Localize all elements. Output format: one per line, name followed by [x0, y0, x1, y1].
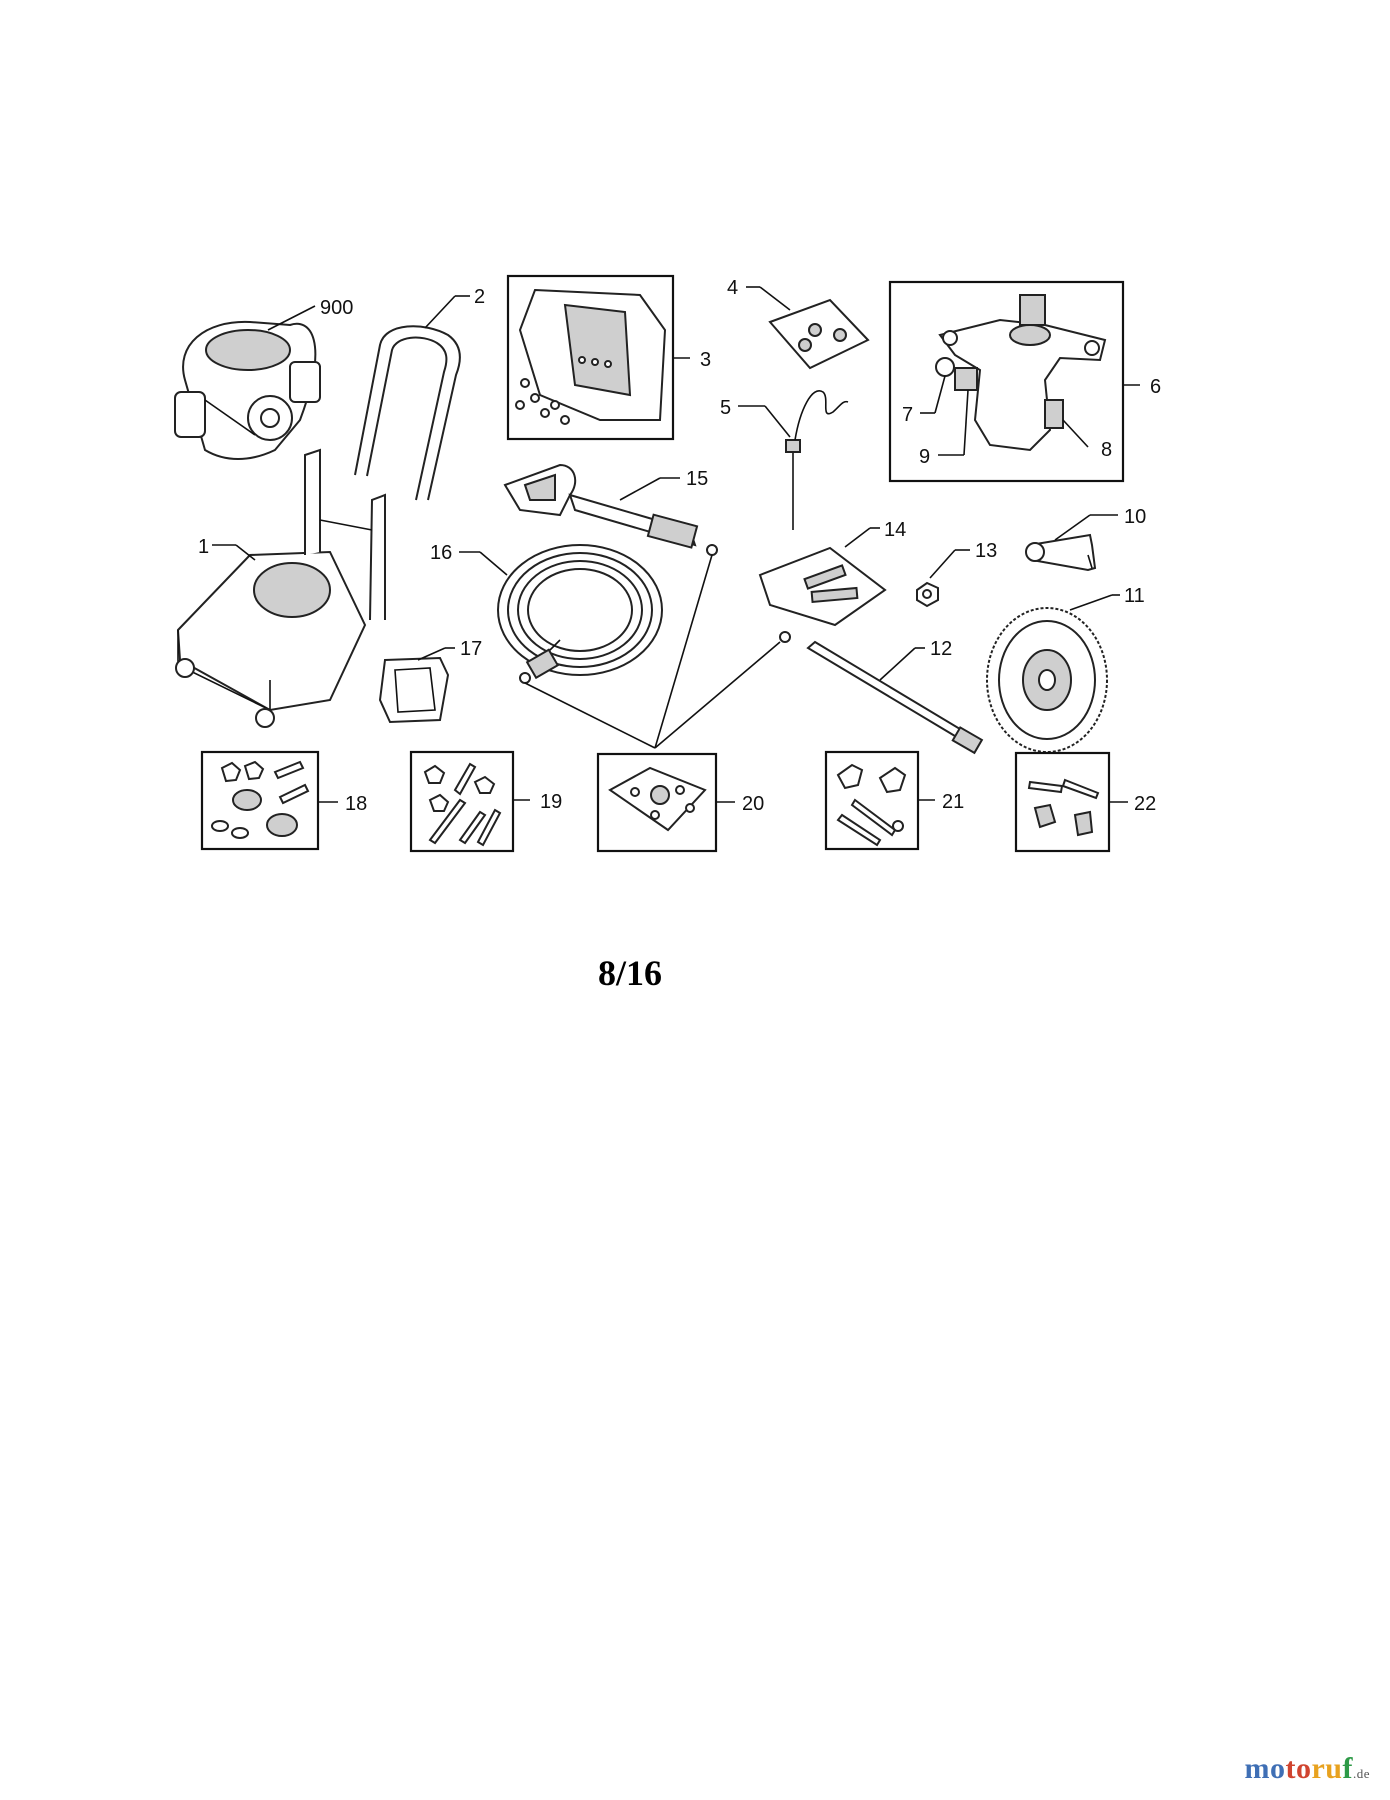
watermark-part-3: ru	[1311, 1752, 1343, 1785]
callout-17: 17	[460, 638, 482, 660]
hardware-kit-22-drawing	[1027, 778, 1100, 837]
watermark-part-2: to	[1285, 1752, 1312, 1785]
callout-1: 1	[198, 536, 209, 558]
hardware-kit-18-box	[200, 750, 320, 851]
pump-box	[888, 280, 1125, 483]
callout-20: 20	[742, 793, 764, 815]
hardware-kit-20-drawing	[608, 766, 707, 832]
callout-21: 21	[942, 791, 964, 813]
callout-18: 18	[345, 793, 367, 815]
callout-3: 3	[700, 349, 711, 371]
callout-10: 10	[1124, 506, 1146, 528]
watermark-tld: .de	[1352, 1766, 1370, 1781]
dipstick-drawing	[785, 390, 849, 530]
callout-4: 4	[727, 277, 738, 299]
handle-drawing	[354, 325, 461, 501]
site-watermark[interactable]: motoruf.de	[1244, 1752, 1370, 1786]
fittings-bag-drawing	[768, 298, 870, 370]
nut-drawing	[916, 581, 939, 608]
nozzle-bag-drawing	[758, 546, 887, 627]
engine-drawing	[174, 320, 321, 460]
callout-16: 16	[430, 542, 452, 564]
callout-6: 6	[1150, 376, 1161, 398]
callout-9: 9	[919, 446, 930, 468]
callout-7: 7	[902, 404, 913, 426]
axle-drawing	[1025, 533, 1097, 572]
page-number: 8/16	[597, 953, 662, 993]
hardware-kit-22-box	[1014, 751, 1111, 853]
callout-5: 5	[720, 397, 731, 419]
callout-13: 13	[975, 540, 997, 562]
lance-drawing	[779, 631, 984, 755]
callout-900: 900	[320, 297, 353, 319]
callout-15: 15	[686, 468, 708, 490]
holder-drawing	[378, 656, 450, 724]
pump-drawing	[935, 294, 1107, 452]
callout-2: 2	[474, 286, 485, 308]
callout-11: 11	[1124, 585, 1145, 607]
watermark-part-1: mo	[1244, 1752, 1286, 1785]
hardware-kit-18-drawing	[211, 760, 310, 839]
base-frame-drawing	[175, 448, 386, 728]
watermark-part-4: f	[1342, 1752, 1353, 1785]
spray-gun-drawing	[503, 463, 699, 549]
callout-19: 19	[540, 791, 562, 813]
control-panel-drawing	[515, 288, 667, 425]
hardware-kit-19-drawing	[423, 762, 502, 847]
hardware-kit-21-drawing	[836, 763, 907, 847]
callout-8: 8	[1101, 439, 1112, 461]
hose-drawing	[497, 544, 663, 680]
callout-14: 14	[884, 519, 906, 541]
wheel-drawing	[986, 607, 1108, 753]
hardware-kit-19-box	[409, 750, 515, 853]
callout-12: 12	[930, 638, 952, 660]
callout-22: 22	[1134, 793, 1156, 815]
